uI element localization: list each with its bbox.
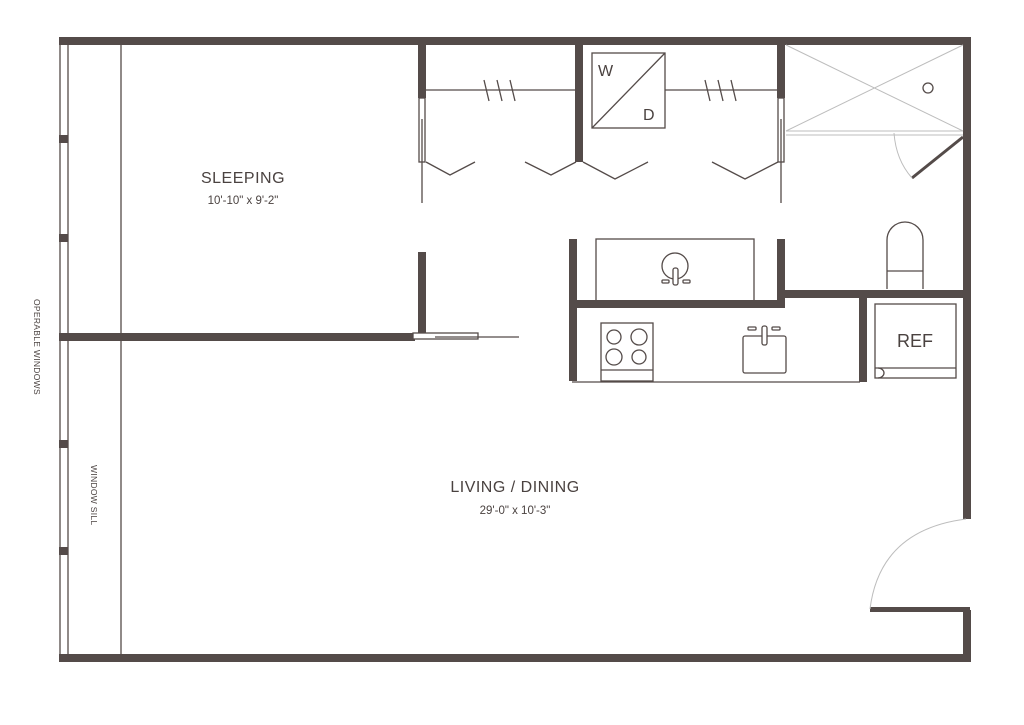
living-dining-room-name: LIVING / DINING <box>450 479 579 496</box>
window-wall-left <box>59 40 69 660</box>
window-sill-label: WINDOW SILL <box>89 465 99 525</box>
dryer-label: D <box>643 107 655 124</box>
washer-dryer: W D <box>591 52 666 129</box>
refrigerator-label: REF <box>897 331 933 351</box>
closet-right-door[interactable] <box>582 97 785 203</box>
sleeping-wall-right-upper <box>418 45 426 98</box>
sleeping-wall-bottom <box>59 333 415 341</box>
sleeping-sliding-door[interactable] <box>412 332 519 340</box>
burner-icon <box>606 329 622 345</box>
kitchen-wall-right <box>859 290 867 382</box>
closet-left-door[interactable] <box>418 97 577 203</box>
bath-wall-left-upper <box>777 45 785 98</box>
exterior-wall-right-upper <box>963 37 971 519</box>
closet-divider-wall <box>575 45 583 162</box>
stove <box>600 322 654 382</box>
kitchen-wall-top <box>569 300 785 308</box>
sleeping-wall-right-lower <box>418 252 426 336</box>
exterior-wall-right-lower <box>963 610 971 662</box>
closet-rod-left <box>426 79 575 102</box>
sleeping-room-dimensions: 10'-10" x 9'-2" <box>208 195 279 207</box>
toilet <box>886 221 924 289</box>
closet-rod-right <box>665 79 778 102</box>
operable-windows-label: OPERABLE WINDOWS <box>32 299 42 395</box>
exterior-wall-top <box>59 37 971 45</box>
bath-vanity <box>595 238 755 302</box>
burner-icon <box>605 348 623 366</box>
exterior-wall-bottom <box>59 654 971 662</box>
living-dining-room-dimensions: 29'-0" x 10'-3" <box>480 505 551 517</box>
bath-wall-left-lower <box>777 239 785 301</box>
burner-icon <box>630 328 648 346</box>
entry-door[interactable] <box>869 518 970 612</box>
kitchen-wall-left <box>569 239 577 381</box>
sleeping-room-name: SLEEPING <box>201 170 285 187</box>
shower-drain-icon <box>922 82 934 94</box>
shower <box>785 44 964 136</box>
shower-door[interactable] <box>893 132 964 180</box>
washer-label: W <box>598 63 614 80</box>
burner-icon <box>631 349 647 365</box>
bath-wall-bottom <box>777 290 967 298</box>
kitchen-sink <box>742 325 787 374</box>
refrigerator: REF <box>874 303 957 379</box>
